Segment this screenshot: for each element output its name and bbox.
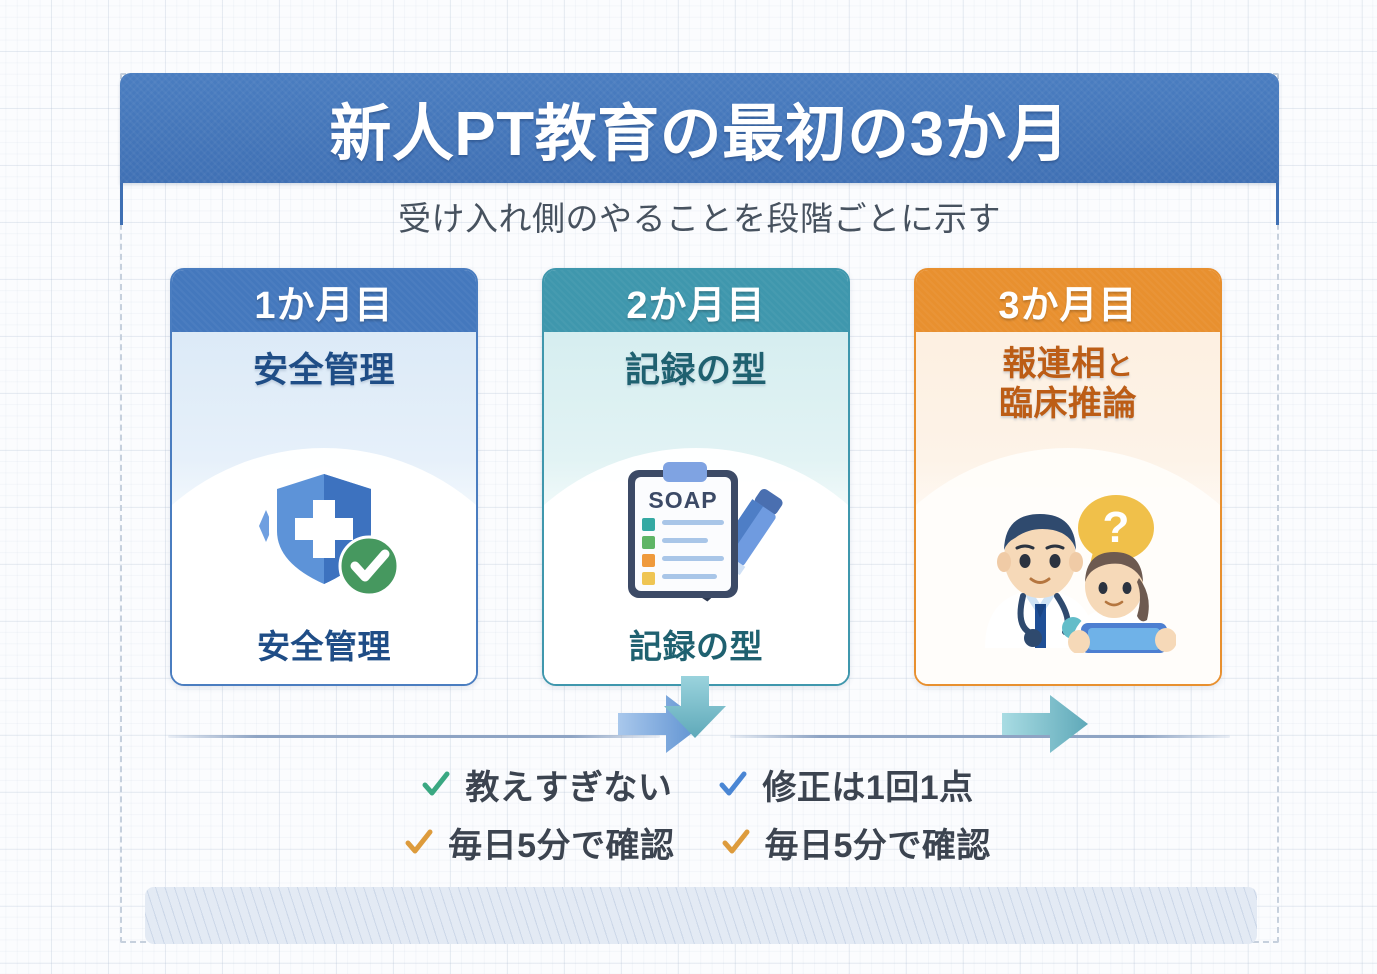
step-card-3-body: 報連相と 臨床推論 ? xyxy=(916,332,1220,684)
step-card-2-title: 記録の型 xyxy=(624,351,767,390)
title-bar-left-stroke xyxy=(120,183,123,225)
step-card-2-step-label: 2か月目 xyxy=(626,284,766,327)
step-card-3[interactable]: 3か月目 報連相と 臨床推論 ? xyxy=(914,268,1222,686)
step-card-3-title-line1-suffix: と xyxy=(1106,351,1134,381)
step-card-1[interactable]: 1か月目 安全管理 xyxy=(170,268,478,686)
checklist-item[interactable]: 修正は1回1点 xyxy=(718,760,973,809)
step-card-3-header: 3か月目 xyxy=(916,270,1220,332)
shield-cross-check-icon xyxy=(172,444,476,612)
step-card-3-title-line1: 報連相 xyxy=(1002,345,1106,383)
step-card-2[interactable]: 2か月目 記録の型 xyxy=(542,268,850,686)
page-title: 新人PT教育の最初の3か月 xyxy=(329,100,1070,169)
checklist-item-label: 毎日5分で確認 xyxy=(764,826,991,865)
checklist: 教えすぎない 修正は1回1点 毎日5分で確認 毎日5分で確認 xyxy=(170,755,1225,871)
step-card-1-caption: 安全管理 xyxy=(257,628,391,665)
step-card-2-body: 記録の型 SOAP xyxy=(544,332,848,684)
soap-clipboard-pen-icon: SOAP xyxy=(544,444,848,612)
title-bar-right-stroke xyxy=(1276,183,1279,225)
divider-left xyxy=(168,735,660,738)
checklist-item-label: 教えすぎない xyxy=(465,768,673,807)
step-card-3-title: 報連相と 臨床推論 xyxy=(916,332,1220,424)
checklist-item[interactable]: 教えすぎない xyxy=(421,760,672,809)
title-bar: 新人PT教育の最初の3か月 xyxy=(120,73,1279,183)
arrow-down-to-checklist xyxy=(662,676,728,738)
checklist-item-label: 修正は1回1点 xyxy=(762,768,974,807)
step-card-2-header: 2か月目 xyxy=(544,270,848,332)
check-icon xyxy=(722,829,749,854)
arrow-step2-to-step3 xyxy=(1002,693,1088,755)
checklist-item[interactable]: 毎日5分で確認 xyxy=(404,818,674,867)
step-card-1-body: 安全管理 xyxy=(172,332,476,684)
footer-band xyxy=(145,887,1257,944)
page-subtitle: 受け入れ側のやることを段階ごとに示す xyxy=(398,200,1001,237)
divider-right xyxy=(730,735,1230,738)
steps-container: 1か月目 安全管理 xyxy=(170,268,1225,753)
step-card-2-caption: 記録の型 xyxy=(629,628,763,665)
step-card-3-step-label: 3か月目 xyxy=(998,284,1138,327)
step-card-1-step-label: 1か月目 xyxy=(254,284,394,327)
checklist-row: 教えすぎない 修正は1回1点 xyxy=(170,755,1225,813)
step-card-1-header: 1か月目 xyxy=(172,270,476,332)
checklist-item-label: 毎日5分で確認 xyxy=(448,826,675,865)
step-card-3-title-line2: 臨床推論 xyxy=(999,385,1137,424)
step-card-1-title: 安全管理 xyxy=(252,351,395,390)
check-icon xyxy=(405,829,433,854)
svg-text:?: ? xyxy=(1102,503,1129,552)
svg-text:SOAP: SOAP xyxy=(648,487,717,513)
checklist-item[interactable]: 毎日5分で確認 xyxy=(721,818,991,867)
doctor-staff-question-icon: ? xyxy=(916,460,1220,670)
check-icon xyxy=(719,771,747,796)
checklist-row: 毎日5分で確認 毎日5分で確認 xyxy=(170,813,1225,871)
check-icon xyxy=(422,771,450,796)
